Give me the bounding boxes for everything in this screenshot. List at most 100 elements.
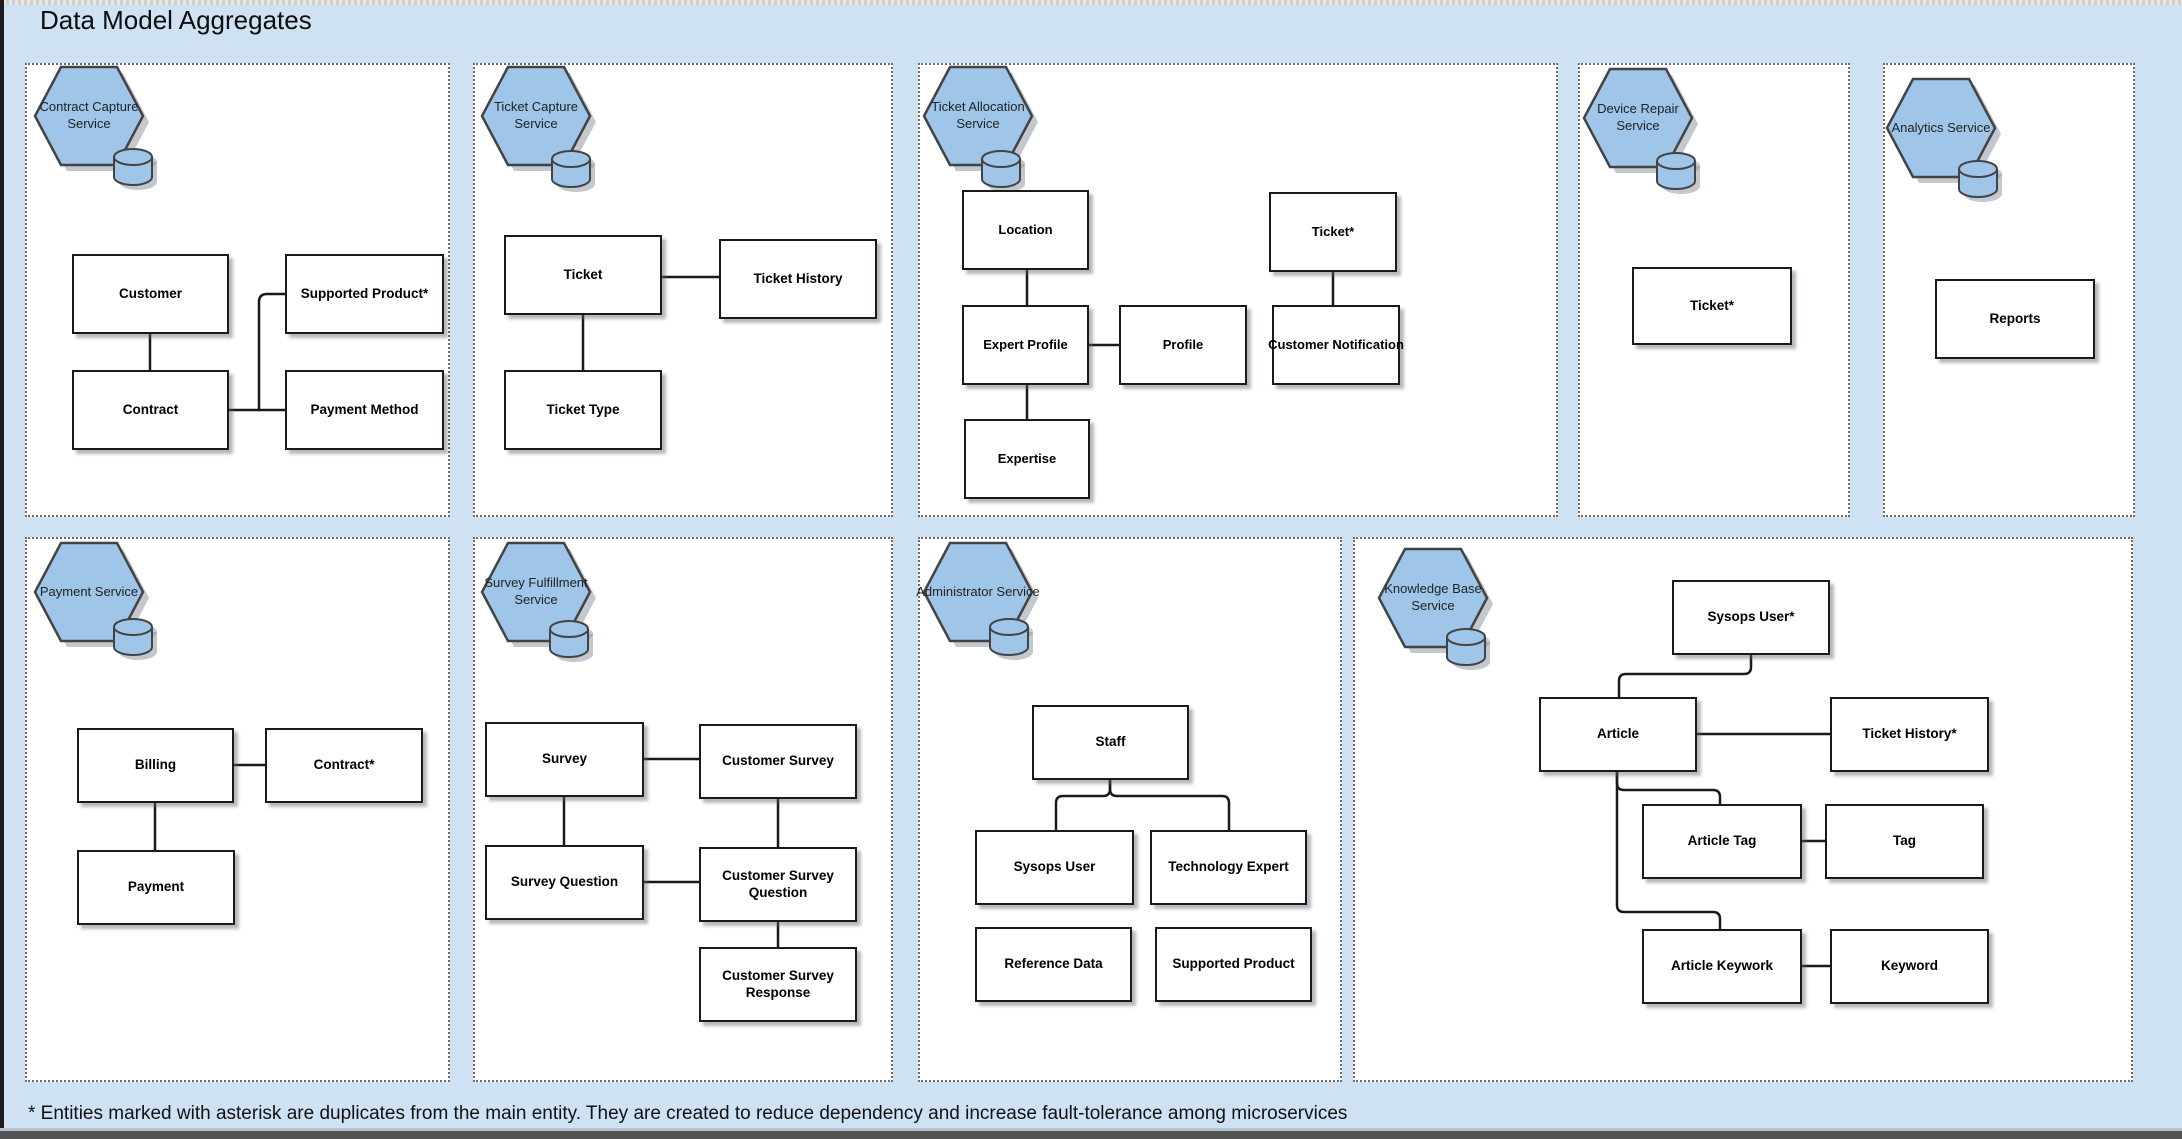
entity-payment[interactable]: Payment xyxy=(77,850,235,925)
service-hexagon-icon[interactable] xyxy=(33,65,149,171)
entity-billing[interactable]: Billing xyxy=(77,728,234,803)
connector-layer xyxy=(1582,67,1700,194)
entity-location[interactable]: Location xyxy=(962,190,1089,270)
entity-label: Expertise xyxy=(997,451,1057,467)
window-left-edge xyxy=(0,0,4,1139)
connector-line xyxy=(1054,778,1112,832)
service-hexagon-icon[interactable] xyxy=(480,65,596,171)
entity-label: Ticket xyxy=(563,266,603,282)
entity-staff[interactable]: Staff xyxy=(1032,705,1189,780)
database-cylinder-icon[interactable] xyxy=(981,150,1025,192)
entity-label: Sysops User* xyxy=(1707,609,1795,625)
connector-line xyxy=(1615,768,1722,806)
connector-line xyxy=(257,292,287,412)
entity-customer[interactable]: Customer xyxy=(72,254,229,334)
connector-layer xyxy=(922,541,1231,832)
entity-article-keywork[interactable]: Article Keywork xyxy=(1642,929,1802,1004)
service-hexagon-icon[interactable] xyxy=(1582,67,1698,173)
entity-label: Sysops User xyxy=(1013,859,1096,875)
panel-administrator-service: Administrator Service Staff Sysops User … xyxy=(916,537,1342,1082)
connector-line xyxy=(1617,653,1753,699)
panel-analytics-service: Analytics Service Reports xyxy=(1883,63,2135,517)
entity-tag[interactable]: Tag xyxy=(1825,804,1984,879)
entity-label: Contract* xyxy=(313,757,375,773)
entity-label: Ticket Type xyxy=(546,401,620,417)
entity-expertise[interactable]: Expertise xyxy=(964,419,1090,499)
entity-label: Expert Profile xyxy=(983,337,1068,353)
entity-keyword[interactable]: Keyword xyxy=(1830,929,1989,1004)
entity-label: Supported Product* xyxy=(300,285,429,301)
database-cylinder-icon[interactable] xyxy=(549,620,593,662)
entity-label: Survey Question xyxy=(510,874,619,890)
database-cylinder-icon[interactable] xyxy=(1656,152,1700,194)
entity-profile[interactable]: Profile xyxy=(1119,305,1247,385)
window-top-edge xyxy=(0,0,2182,5)
entity-technology-expert[interactable]: Technology Expert xyxy=(1150,830,1307,905)
entity-label: Billing xyxy=(134,757,177,773)
entity-label: Reports xyxy=(1989,310,2041,326)
entity-survey-question[interactable]: Survey Question xyxy=(485,845,644,920)
entity-label: Article Tag xyxy=(1687,833,1757,849)
entity-label: Ticket History xyxy=(753,270,843,286)
entity-label: Profile xyxy=(1162,337,1204,353)
database-cylinder-icon[interactable] xyxy=(1446,628,1490,670)
entity-customer-survey-response[interactable]: Customer Survey Response xyxy=(699,947,857,1022)
connector-layer xyxy=(480,541,780,949)
entity-contract[interactable]: Contract xyxy=(72,370,229,450)
database-cylinder-icon[interactable] xyxy=(989,618,1033,660)
panel-ticket-allocation-service: Ticket Allocation Service Location Ticke… xyxy=(918,63,1558,517)
entity-customer-survey-question[interactable]: Customer Survey Question xyxy=(699,847,857,922)
database-cylinder-icon[interactable] xyxy=(551,150,595,192)
panel-survey-fulfillment-service: Survey Fulfillment Service Survey Custom… xyxy=(473,537,893,1082)
entity-sysops-user-star[interactable]: Sysops User* xyxy=(1672,580,1830,655)
connector-layer xyxy=(33,541,267,852)
entity-label: Payment xyxy=(127,879,185,895)
entity-customer-survey[interactable]: Customer Survey xyxy=(699,724,857,799)
entity-label: Payment Method xyxy=(310,401,419,417)
entity-contract-star[interactable]: Contract* xyxy=(265,728,423,803)
entity-label: Survey xyxy=(541,751,588,767)
entity-label: Customer xyxy=(118,285,182,301)
entity-article[interactable]: Article xyxy=(1539,697,1697,772)
entity-payment-method[interactable]: Payment Method xyxy=(285,370,444,450)
service-hexagon-icon[interactable] xyxy=(1885,77,2001,183)
entity-label: Customer Survey xyxy=(722,753,834,769)
connector-layer xyxy=(1885,77,2002,202)
entity-label: Ticket* xyxy=(1311,224,1355,240)
connector-layer xyxy=(33,65,287,412)
window-bottom-bar xyxy=(0,1131,2182,1139)
entity-label: Article xyxy=(1596,726,1640,742)
entity-label: Tag xyxy=(1893,833,1916,849)
window-bottom-edge-line xyxy=(0,1128,2182,1131)
database-cylinder-icon[interactable] xyxy=(113,618,157,660)
entity-label: Article Keywork xyxy=(1670,958,1774,974)
entity-ticket-star[interactable]: Ticket* xyxy=(1269,192,1397,272)
database-cylinder-icon[interactable] xyxy=(1958,160,2002,202)
connector-layer xyxy=(480,65,721,372)
entity-label: Staff xyxy=(1095,734,1126,750)
panel-payment-service: Payment Service Billing Contract* Paymen… xyxy=(25,537,450,1082)
entity-article-tag[interactable]: Article Tag xyxy=(1642,804,1802,879)
entity-reports[interactable]: Reports xyxy=(1935,279,2095,359)
connector-line xyxy=(1108,778,1231,832)
entity-expert-profile[interactable]: Expert Profile xyxy=(962,305,1089,385)
entity-supported-product-star[interactable]: Supported Product* xyxy=(285,254,444,334)
entity-label: Supported Product xyxy=(1172,956,1295,972)
entity-supported-product[interactable]: Supported Product xyxy=(1155,927,1312,1002)
entity-label: Ticket* xyxy=(1689,297,1735,313)
service-hexagon-icon[interactable] xyxy=(922,65,1038,171)
entity-ticket-star[interactable]: Ticket* xyxy=(1632,267,1792,345)
entity-ticket-type[interactable]: Ticket Type xyxy=(504,370,662,450)
entity-customer-notification[interactable]: Customer Notification xyxy=(1268,305,1404,385)
entity-ticket-history-star[interactable]: Ticket History* xyxy=(1830,697,1989,772)
database-cylinder-icon[interactable] xyxy=(113,148,157,190)
entity-survey[interactable]: Survey xyxy=(485,722,644,797)
panel-knowledge-base-service: Knowledge Base Service Sysops User* Arti… xyxy=(1353,537,2133,1082)
entity-ticket-history[interactable]: Ticket History xyxy=(719,239,877,319)
entity-label: Ticket History* xyxy=(1862,726,1957,742)
entity-reference-data[interactable]: Reference Data xyxy=(975,927,1132,1002)
entity-ticket[interactable]: Ticket xyxy=(504,235,662,315)
entity-sysops-user[interactable]: Sysops User xyxy=(975,830,1134,905)
entity-label: Reference Data xyxy=(1004,956,1103,972)
page-title: Data Model Aggregates xyxy=(40,5,312,35)
